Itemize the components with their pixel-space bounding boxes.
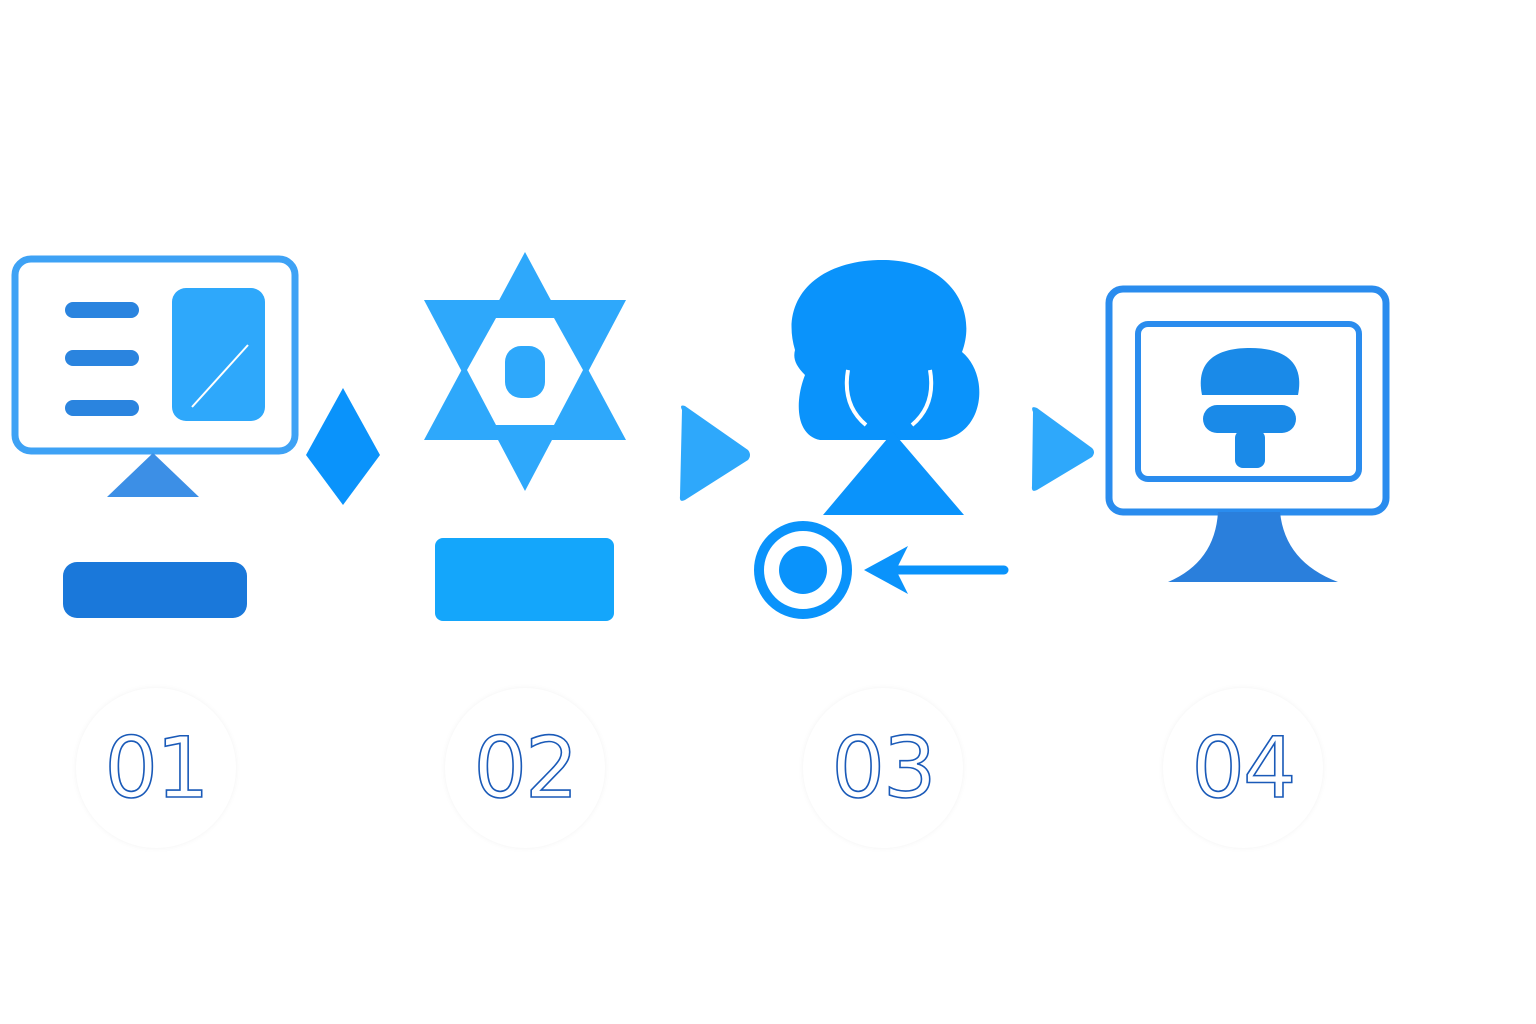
avatar-head bbox=[1200, 348, 1300, 395]
step-number-label: 04 bbox=[1191, 718, 1297, 818]
arrow-right-icon bbox=[679, 405, 750, 501]
text-line bbox=[65, 400, 139, 416]
monitor-frame bbox=[11, 255, 299, 455]
arrow-right-icon bbox=[1031, 407, 1094, 491]
step-1-bar bbox=[63, 562, 247, 618]
step-number-3: 03 bbox=[803, 688, 963, 848]
step-number-label: 02 bbox=[473, 718, 579, 818]
person-body bbox=[823, 432, 964, 515]
step-number-label: 01 bbox=[104, 718, 210, 818]
monitor-with-person-icon bbox=[1105, 285, 1390, 582]
inner-screen-frame bbox=[1135, 321, 1362, 482]
image-panel-stroke bbox=[191, 344, 249, 408]
target-ring bbox=[754, 521, 852, 619]
step-number-2: 02 bbox=[445, 688, 605, 848]
step-2-bar bbox=[435, 538, 614, 621]
diamond-connector-icon bbox=[306, 388, 380, 505]
arrow-left-icon bbox=[864, 546, 1009, 594]
avatar-shoulders bbox=[1203, 405, 1296, 433]
head-hair bbox=[791, 259, 980, 440]
person-silhouette-icon bbox=[791, 259, 980, 515]
monitor-stand bbox=[1168, 512, 1338, 582]
avatar-neck bbox=[1235, 430, 1265, 468]
step-number-label: 03 bbox=[831, 718, 937, 818]
text-line bbox=[65, 350, 139, 366]
target-icon bbox=[754, 521, 852, 619]
gear-center bbox=[505, 346, 545, 398]
arrow-left-head bbox=[864, 546, 908, 594]
monitor-stand bbox=[107, 453, 199, 497]
gear-star-icon bbox=[424, 252, 626, 491]
presentation-monitor-icon bbox=[11, 255, 299, 497]
text-line bbox=[65, 302, 139, 318]
image-panel bbox=[172, 288, 265, 421]
hair-detail bbox=[910, 369, 934, 427]
hair-detail bbox=[844, 369, 868, 427]
step-number-4: 04 bbox=[1163, 688, 1323, 848]
target-center bbox=[779, 546, 827, 594]
step-number-1: 01 bbox=[76, 688, 236, 848]
